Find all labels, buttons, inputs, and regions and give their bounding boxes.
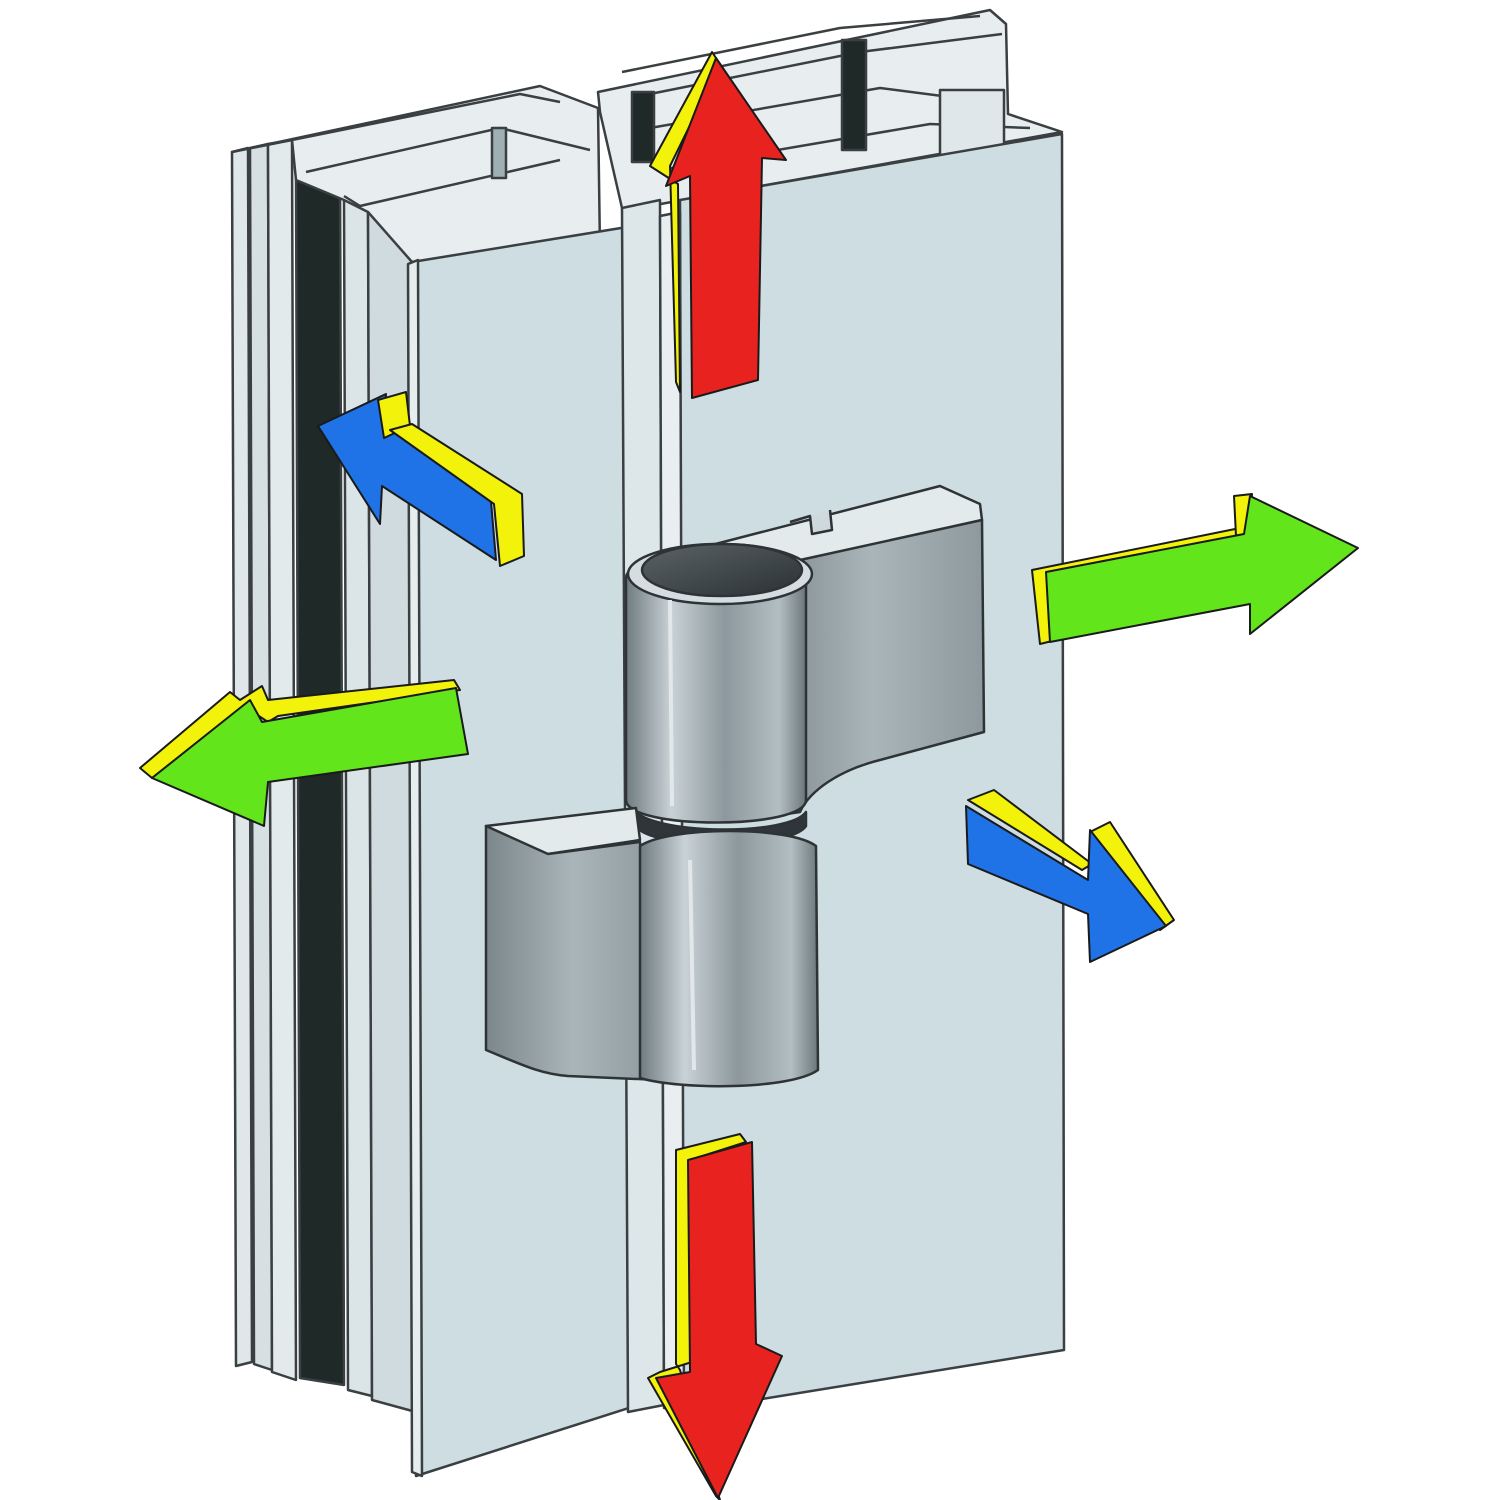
upper-barrel-highlight xyxy=(668,599,674,807)
arrow-up-bevel xyxy=(649,51,721,393)
sash-profile xyxy=(596,8,1066,1414)
upper-leaf-body xyxy=(758,518,986,820)
sash-top-detail-1 xyxy=(621,14,981,74)
frame-top-detail-1 xyxy=(291,92,561,142)
lower-leaf-body xyxy=(484,824,662,1082)
arrow-up-body xyxy=(665,57,787,399)
arrow-front xyxy=(965,789,1175,963)
arrow-front-body xyxy=(965,805,1167,963)
arrow-down-body xyxy=(655,1141,783,1499)
sash-top-slot-2 xyxy=(630,90,656,164)
arrow-up xyxy=(649,51,787,399)
frame-profile xyxy=(230,84,662,1478)
lower-barrel-highlight xyxy=(688,859,696,1071)
arrow-back xyxy=(317,391,525,567)
frame-main-edge xyxy=(406,258,424,1478)
arrow-right-body xyxy=(1045,495,1359,643)
arrow-back-bevel-2 xyxy=(389,423,525,567)
barrel-cap xyxy=(640,542,804,598)
arrow-left-body xyxy=(151,687,469,827)
sash-top-slot-1 xyxy=(840,38,868,152)
barrel-hinge xyxy=(484,484,986,1088)
arrow-left xyxy=(139,679,469,827)
arrow-right xyxy=(1031,493,1359,645)
arrow-down xyxy=(647,1133,783,1500)
lower-barrel xyxy=(638,829,820,1088)
upper-leaf-notch xyxy=(789,509,834,536)
frame-top-slot xyxy=(490,126,508,180)
